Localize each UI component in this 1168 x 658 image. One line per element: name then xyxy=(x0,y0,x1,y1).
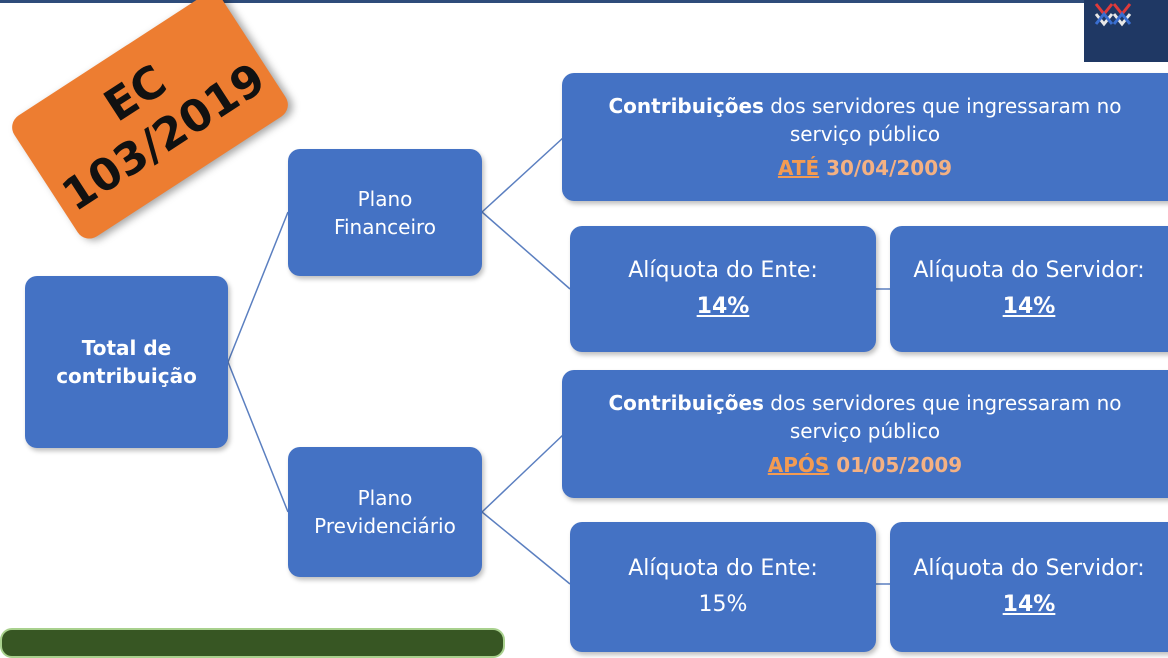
contrib-apos-line2: serviço público xyxy=(789,419,941,443)
plano-previdenciario-line2: Previdenciário xyxy=(314,514,456,538)
contrib-apos-rest: dos servidores que ingressaram no xyxy=(763,391,1122,415)
contrib-apos-date-value: 01/05/2009 xyxy=(829,453,963,477)
fin-servidor-value: 14% xyxy=(1002,294,1056,319)
contrib-ate-date-value: 30/04/2009 xyxy=(819,156,953,180)
contribuicoes-ate-box: Contribuições dos servidores que ingress… xyxy=(562,73,1168,201)
footer-green-bar xyxy=(0,628,505,658)
prev-ente-value: 15% xyxy=(698,592,748,617)
fin-ente-value: 14% xyxy=(696,294,750,319)
plano-financeiro-box: Plano Financeiro xyxy=(288,149,482,276)
contrib-ate-bold: Contribuições xyxy=(608,94,764,118)
contrib-ate-date-word: ATÉ xyxy=(777,156,820,180)
plano-financeiro-line2: Financeiro xyxy=(333,214,437,239)
connector-total-financeiro xyxy=(227,211,289,363)
prev-servidor-value: 14% xyxy=(1002,592,1056,617)
contrib-ate-date: ATÉ 30/04/2009 xyxy=(778,154,952,182)
connector-financeiro-aliquotas xyxy=(481,211,571,290)
fin-aliquota-ente-box: Alíquota do Ente: 14% xyxy=(570,226,876,352)
prev-aliquota-ente-box: Alíquota do Ente: 15% xyxy=(570,522,876,652)
fin-servidor-label: Alíquota do Servidor: xyxy=(913,258,1145,283)
total-contribuicao-box: Total de contribuição xyxy=(25,276,228,448)
plano-financeiro-line1: Plano xyxy=(357,186,413,211)
fin-ente-label: Alíquota do Ente: xyxy=(628,258,818,283)
plano-previdenciario-line1: Plano xyxy=(357,486,413,510)
prev-servidor-label: Alíquota do Servidor: xyxy=(913,556,1145,581)
contribuicoes-apos-box: Contribuições dos servidores que ingress… xyxy=(562,370,1168,498)
plano-previdenciario-box: Plano Previdenciário xyxy=(288,447,482,577)
total-line1: Total de xyxy=(81,336,172,360)
prev-ente-label: Alíquota do Ente: xyxy=(628,556,818,581)
contrib-apos-date-word: APÓS xyxy=(767,453,830,477)
connector-financeiro-contrib xyxy=(481,136,565,213)
fin-aliquota-servidor-box: Alíquota do Servidor: 14% xyxy=(890,226,1168,352)
contrib-apos-date: APÓS 01/05/2009 xyxy=(768,451,962,479)
contrib-ate-line1: Contribuições dos servidores que ingress… xyxy=(609,92,1122,120)
logo-mark-icon xyxy=(1094,3,1132,27)
contrib-apos-bold: Contribuições xyxy=(608,391,764,415)
connector-previdenciario-contrib xyxy=(481,433,565,513)
contrib-apos-line1: Contribuições dos servidores que ingress… xyxy=(609,389,1122,417)
total-line2: contribuição xyxy=(56,364,197,388)
top-border xyxy=(0,0,1168,3)
contrib-ate-rest: dos servidores que ingressaram no xyxy=(763,94,1122,118)
connector-previdenciario-aliquotas xyxy=(481,511,571,585)
connector-total-previdenciario xyxy=(227,361,289,513)
contrib-ate-line2: serviço público xyxy=(789,122,941,146)
prev-aliquota-servidor-box: Alíquota do Servidor: 14% xyxy=(890,522,1168,652)
logo xyxy=(1084,0,1168,62)
connector-lines xyxy=(227,136,890,585)
